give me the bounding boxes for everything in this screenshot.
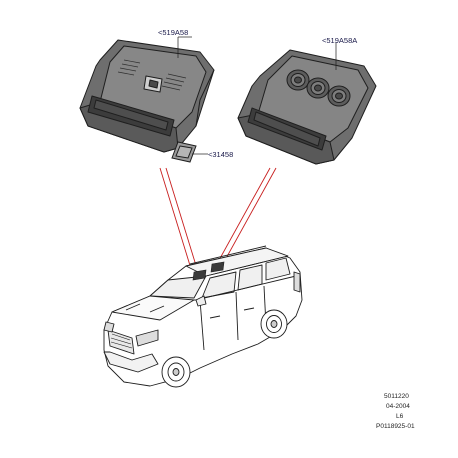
callout-lamp-lens: <31458 — [208, 150, 233, 159]
illustration-number: 5011220 — [384, 393, 409, 400]
rear-overhead-console — [237, 49, 377, 165]
roof-location-markers — [192, 261, 225, 281]
part-reference: P0118925-01 — [376, 423, 415, 430]
front-overhead-console — [79, 39, 215, 153]
model-code: L6 — [396, 413, 404, 420]
front-wheel — [161, 356, 191, 388]
vent-left — [286, 69, 310, 91]
vent-right — [327, 85, 351, 107]
illustration-date: 04-2004 — [386, 403, 410, 410]
map-lamp-lens — [171, 141, 197, 163]
location-leaders — [159, 167, 277, 273]
vehicle-illustration — [103, 245, 303, 388]
callout-rear-console: <519A58A — [322, 36, 357, 45]
callout-leaders — [177, 36, 337, 155]
callout-front-console: <519A58 — [158, 28, 188, 37]
rear-wheel — [260, 309, 288, 339]
vent-center — [306, 77, 330, 99]
